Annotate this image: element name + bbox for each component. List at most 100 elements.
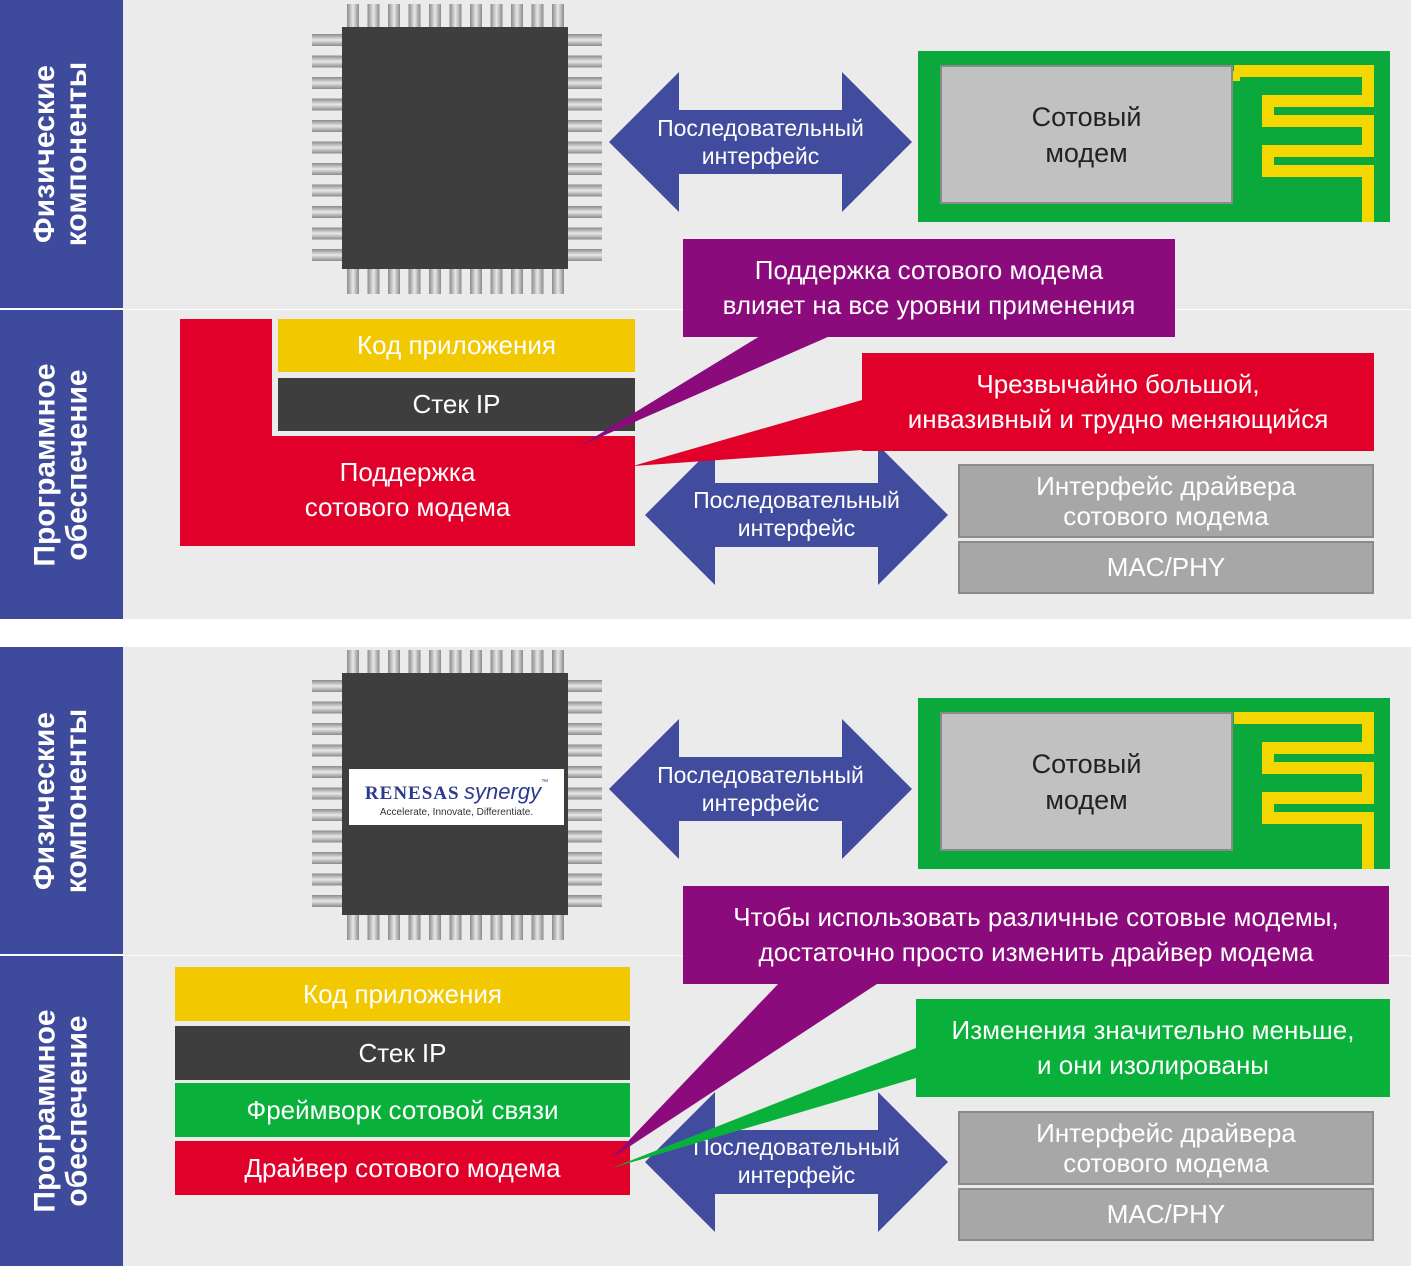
cellular-framework-layer: Фреймворк сотовой связи <box>175 1083 630 1137</box>
chip-pin <box>312 184 342 197</box>
chip-pin <box>568 766 602 778</box>
chip-pin <box>312 55 342 68</box>
chip-pin <box>367 269 380 294</box>
chip-pin <box>568 809 602 821</box>
cellular-modem-board-icon <box>918 51 1390 222</box>
mac-phy-box-2: MAC/PHY <box>958 1188 1374 1241</box>
chip-pin <box>312 766 342 778</box>
chip-pin <box>388 915 400 940</box>
green-callout-box: Изменения значительно меньше, и они изол… <box>916 999 1390 1097</box>
chip-pin <box>568 141 602 154</box>
chip-pin <box>429 4 441 27</box>
chip-pin <box>568 120 602 132</box>
chip-pin <box>367 915 380 940</box>
chip-pin <box>312 34 342 46</box>
chip-pin <box>568 701 602 714</box>
bottom-side-divider <box>0 954 123 956</box>
chip-pin <box>312 98 342 111</box>
chip-pin <box>511 269 523 294</box>
chip-pin <box>552 650 564 673</box>
chip-pin <box>490 915 503 940</box>
chip-pin <box>449 915 462 940</box>
app-code-layer: Код приложения <box>278 319 635 372</box>
chip-pin <box>449 4 462 27</box>
chip-pin <box>388 650 400 673</box>
chip-pin <box>568 873 602 886</box>
chip-pin <box>511 4 523 27</box>
synergy-wordmark: synergy <box>464 779 542 804</box>
renesas-synergy-chip-icon <box>312 650 602 940</box>
modem-driver-interface-box-2: Интерфейс драйвера сотового модема <box>958 1111 1374 1185</box>
chip-pin <box>367 650 380 673</box>
chip-pin <box>388 4 400 27</box>
purple-callout-box-2: Чтобы использовать различные сотовые мод… <box>683 886 1389 984</box>
chip-pin <box>568 852 602 864</box>
chip-pin <box>568 77 602 89</box>
chip-pin <box>312 830 342 843</box>
chip-pin <box>312 873 342 886</box>
chip-pin <box>312 163 342 175</box>
chip-pin <box>470 650 482 673</box>
chip-pin <box>347 915 359 940</box>
app-code-layer-2: Код приложения <box>175 967 630 1021</box>
chip-pin <box>429 650 441 673</box>
renesas-synergy-logo: RENESAS synergy™ Accelerate, Innovate, D… <box>349 769 564 825</box>
chip-pin <box>490 4 503 27</box>
chip-pin <box>367 4 380 27</box>
chip-pin <box>312 895 342 907</box>
chip-pin <box>568 895 602 907</box>
chip-pin <box>312 249 342 261</box>
purple-callout-pointer <box>580 336 862 466</box>
serial-interface-label-top: Последовательный интерфейс <box>657 115 864 169</box>
chip-pin <box>347 269 359 294</box>
chip-pin <box>531 269 544 294</box>
serial-interface-label-bottom-2: Последовательный интерфейс <box>693 1134 900 1188</box>
chip-pin <box>312 227 342 240</box>
serial-interface-label-top-2: Последовательный интерфейс <box>657 762 864 816</box>
chip-pin <box>531 4 544 27</box>
ip-stack-layer: Стек IP <box>278 378 635 431</box>
chip-pin <box>568 830 602 843</box>
chip-pin <box>568 787 602 800</box>
modem-support-label: Поддержка сотового модема <box>304 457 511 522</box>
chip-pin <box>568 163 602 175</box>
purple-callout-box: Поддержка сотового модема влияет на все … <box>683 239 1175 337</box>
chip-pin <box>490 269 503 294</box>
red-callout-box: Чрезвычайно большой, инвазивный и трудно… <box>862 353 1374 451</box>
chip-pin <box>347 650 359 673</box>
chip-pin <box>312 787 342 800</box>
chip-pin <box>388 269 400 294</box>
chip-pin <box>449 269 462 294</box>
renesas-wordmark: RENESAS <box>364 783 460 804</box>
chip-pin <box>449 650 462 673</box>
chip-pin <box>312 77 342 89</box>
chip-pin <box>312 680 342 692</box>
serial-interface-arrow-bottom <box>645 445 948 585</box>
serial-interface-arrow-top <box>609 72 912 212</box>
chip-pin <box>568 184 602 197</box>
serial-interface-arrow-top-2 <box>609 719 912 859</box>
chip-pin <box>511 650 523 673</box>
serial-interface-label-bottom: Последовательный интерфейс <box>693 487 900 541</box>
logo-tagline: Accelerate, Innovate, Differentiate. <box>379 807 534 818</box>
chip-pin <box>312 744 342 757</box>
ip-stack-layer-2: Стек IP <box>175 1026 630 1080</box>
chip-pin <box>429 915 441 940</box>
chip-pin <box>552 269 564 294</box>
modem-driver-interface-box: Интерфейс драйвера сотового модема <box>958 464 1374 538</box>
chip-pin <box>312 141 342 154</box>
chip-pin <box>568 249 602 261</box>
chip-pin <box>470 269 482 294</box>
chip-pin <box>312 809 342 821</box>
chip-pin <box>511 915 523 940</box>
mac-phy-box: MAC/PHY <box>958 541 1374 594</box>
chip-pin <box>470 4 482 27</box>
chip-pin <box>470 915 482 940</box>
chip-pin <box>568 34 602 46</box>
chip-pin <box>490 650 503 673</box>
cellular-modem-board-icon-2 <box>918 698 1390 869</box>
chip-pin <box>312 701 342 714</box>
chip-pin <box>347 4 359 27</box>
chip-pin <box>408 269 421 294</box>
